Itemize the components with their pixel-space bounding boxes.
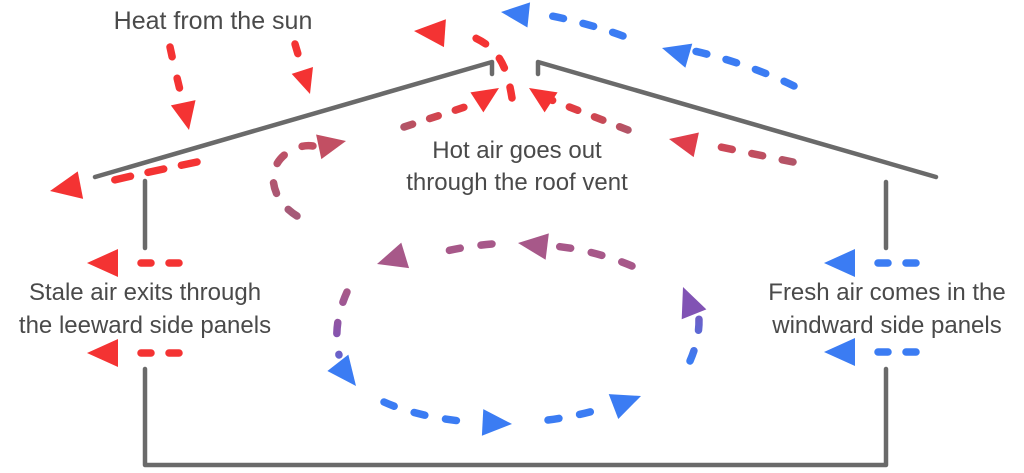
convection-hook-head <box>316 134 346 160</box>
loop-right-line <box>686 306 703 365</box>
right-roof-warm-head <box>669 132 699 158</box>
vent-left-feed-line <box>400 100 478 131</box>
vent-right-feed-head <box>529 88 558 113</box>
loop-right-head <box>681 287 707 320</box>
vent-left-feed-head <box>470 88 499 113</box>
loop-top-left-head <box>377 242 410 269</box>
loop-top-right-head <box>518 233 549 260</box>
loop-top-left-line <box>427 240 496 259</box>
loop-bottom-left-line <box>380 398 474 426</box>
fresh-air-intake-arrows <box>824 249 920 366</box>
label-heat-from-sun: Heat from the sun <box>60 6 366 36</box>
roof-left-slope <box>92 59 495 180</box>
eave-outflow-line <box>106 158 201 185</box>
loop-left-head <box>327 354 356 386</box>
stale-air-exit-arrows <box>87 249 183 367</box>
label-stale-line1: Stale air exits through <box>28 279 262 306</box>
house-outline <box>92 59 939 468</box>
label-stale-air: Stale air exits through the leeward side… <box>0 276 290 342</box>
stale-exit-2-head <box>87 339 118 367</box>
label-heat-line1: Heat from the sun <box>113 7 313 35</box>
vent-exhaust-line <box>458 29 516 102</box>
label-roof-vent: Hot air goes out through the roof vent <box>367 135 667 199</box>
interior-circulation-loop <box>327 233 707 436</box>
convection-hook-line <box>269 141 317 220</box>
loop-bottom-right-head <box>608 394 641 419</box>
under-roof-warm-flow <box>269 132 797 220</box>
label-fresh-air: Fresh air comes in the windward side pan… <box>737 276 1024 342</box>
label-fresh-line1: Fresh air comes in the <box>768 279 1006 306</box>
wind-top-1-head <box>501 2 531 28</box>
eave-outflow-head <box>50 171 84 199</box>
label-stale-line2: the leeward side panels <box>18 312 272 339</box>
roof-vent-exhaust-arrows <box>400 19 632 134</box>
loop-left-line <box>333 288 351 359</box>
label-fresh-line2: windward side panels <box>772 312 1002 339</box>
wind-top-1-line <box>530 9 627 40</box>
wind-top-2-line <box>690 47 798 90</box>
wind-over-roof-arrows <box>501 2 798 90</box>
fresh-in-1-head <box>824 249 855 277</box>
fresh-in-2-head <box>824 338 855 366</box>
loop-top-right-line <box>549 242 636 270</box>
walls-and-floor <box>142 366 889 468</box>
eave-outflow-arrow <box>50 158 201 199</box>
sun-arrow-1-head <box>170 100 196 130</box>
vent-right-feed-line <box>545 95 632 134</box>
loop-bottom-left-head <box>481 409 512 436</box>
label-vent-line1: Hot air goes out <box>432 137 602 164</box>
roof-right-slope <box>535 59 939 180</box>
stale-exit-1-head <box>87 249 118 277</box>
label-vent-line2: through the roof vent <box>406 169 628 196</box>
heat-from-sun-arrows <box>166 40 313 130</box>
vent-exhaust-head <box>414 19 446 48</box>
sun-arrow-2-head <box>291 66 313 94</box>
loop-bottom-right-line <box>544 402 614 424</box>
right-roof-warm-line <box>703 140 797 166</box>
wind-top-2-head <box>662 43 693 68</box>
